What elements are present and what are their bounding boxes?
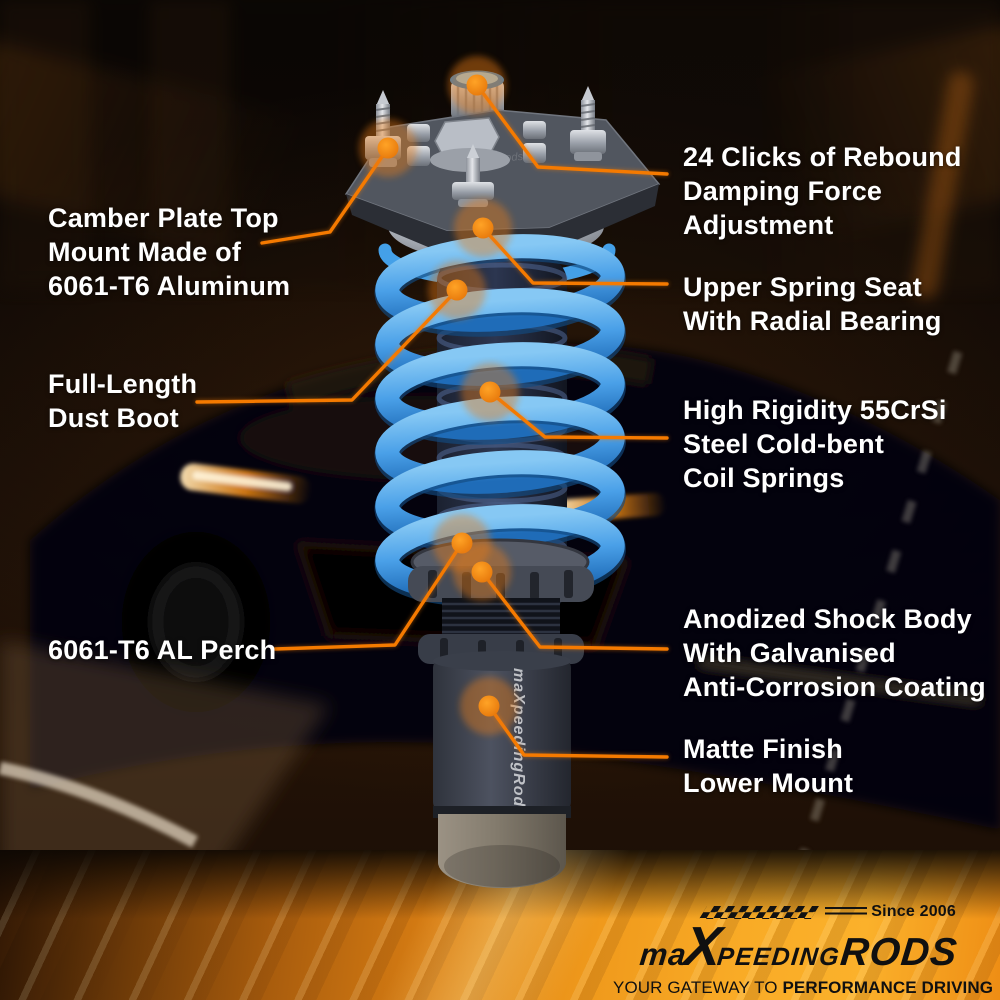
headlight-left-core [192,470,292,492]
callout-al-perch: 6061-T6 AL Perch [48,633,276,667]
callout-line: 6061-T6 Aluminum [48,271,291,301]
leader-perch [273,541,464,651]
callout-line: Mount Made of [48,237,242,267]
hotspot-markers [359,56,519,735]
hotspot-marker [359,119,417,177]
callout-line: Dust Boot [48,403,179,433]
stud-right [570,86,606,161]
speed-lines-icon [825,906,868,918]
callout-line: Coil Springs [683,463,845,493]
callout-line: Camber Plate Top [48,203,279,233]
leader-camber-plate [260,146,390,245]
logo-rods: RODS [838,931,960,974]
lane-line-left [0,761,199,848]
brand-since: Since 2006 [871,903,956,920]
callout-line: With Radial Bearing [683,306,942,336]
tagline-prefix: YOUR GATEWAY TO [613,978,783,997]
leader-rebound [475,83,669,176]
leader-dust-boot [195,288,459,404]
callout-line: Anti-Corrosion Coating [683,672,986,702]
lane-line-right-dashed [797,350,963,862]
hotspot-marker [428,261,486,319]
callout-line: Steel Cold-bent [683,429,885,459]
callout-line: Damping Force [683,176,883,206]
callout-lower-mount: Matte Finish Lower Mount [683,732,853,800]
lower-mount [433,806,571,888]
callout-rebound-adjustment: 24 Clicks of Rebound Damping Force Adjus… [683,140,962,242]
callout-line: Adjustment [683,210,834,240]
callout-dust-boot: Full-Length Dust Boot [48,367,197,435]
brand-tagline: YOUR GATEWAY TO PERFORMANCE DRIVING [613,978,993,998]
callout-line: Anodized Shock Body [683,604,972,634]
callout-line: Full-Length [48,369,198,399]
callout-coil-springs: High Rigidity 55CrSi Steel Cold-bent Coi… [683,393,947,495]
tagline-emphasis: PERFORMANCE DRIVING [782,978,994,997]
logo-ma: ma [638,937,689,972]
callout-line: High Rigidity 55CrSi [683,395,947,425]
brand-top-row: Since 2006 [613,903,956,921]
wheel-rim [153,567,239,677]
callout-line: Matte Finish [683,734,843,764]
camber-plate-bevel [346,184,659,255]
leader-shock-body [480,570,669,651]
callout-line: Lower Mount [683,768,854,798]
callout-upper-spring-seat: Upper Spring Seat With Radial Bearing [683,270,942,338]
logo-peeding: PEEDING [715,943,842,971]
hotspot-marker [461,363,519,421]
socket-bolts-right [523,121,546,163]
hotspot-marker [454,199,512,257]
callout-line: 24 Clicks of Rebound [683,142,962,172]
callout-line: Upper Spring Seat [683,272,922,302]
hotspot-marker [448,56,506,114]
callout-camber-plate: Camber Plate Top Mount Made of 6061-T6 A… [48,201,290,303]
hotspot-marker [453,543,511,601]
shock-body: maXpeedingRods [433,651,571,817]
side-skirt-highlight [699,658,981,704]
callout-line: 6061-T6 AL Perch [48,635,277,665]
callout-line: With Galvanised [683,638,896,668]
hotspot-marker [460,677,518,735]
callout-shock-body: Anodized Shock Body With Galvanised Anti… [683,602,986,704]
